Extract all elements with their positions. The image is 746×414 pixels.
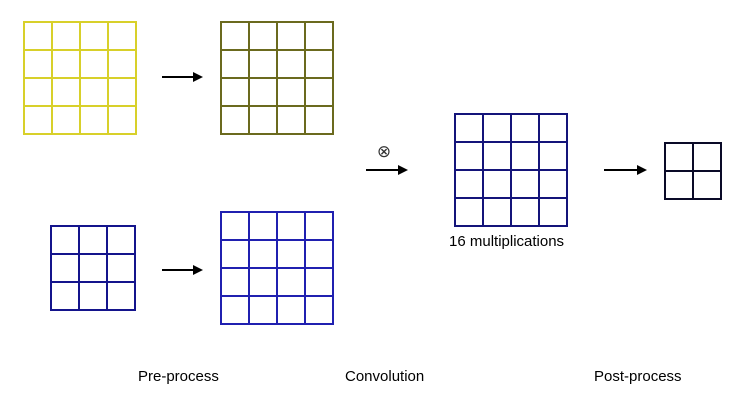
grid-cell <box>304 77 334 107</box>
grid-cell <box>454 113 484 143</box>
grid-cell <box>78 225 108 255</box>
grid-cell <box>23 77 53 107</box>
grid-cell <box>78 253 108 283</box>
grid-cell <box>664 142 694 172</box>
product-grid <box>454 113 568 227</box>
grid-cell <box>304 239 334 269</box>
grid-cell <box>79 77 109 107</box>
grid-cell <box>23 49 53 79</box>
kernel-grid <box>50 225 136 311</box>
grid-cell <box>454 169 484 199</box>
multiply-operator-icon: ⊗ <box>377 142 391 162</box>
grid-cell <box>79 49 109 79</box>
grid-cell <box>304 211 334 241</box>
grid-cell <box>79 21 109 51</box>
post-process-label: Post-process <box>594 368 682 385</box>
arrow-kernel-to-transformed <box>162 265 203 275</box>
grid-cell <box>304 21 334 51</box>
grid-cell <box>248 295 278 325</box>
grid-cell <box>248 21 278 51</box>
grid-cell <box>276 77 306 107</box>
grid-cell <box>248 77 278 107</box>
grid-cell <box>276 239 306 269</box>
grid-cell <box>106 253 136 283</box>
grid-cell <box>538 169 568 199</box>
grid-cell <box>50 253 80 283</box>
arrow-to-output <box>604 165 647 175</box>
grid-cell <box>107 49 137 79</box>
grid-cell <box>220 105 250 135</box>
grid-cell <box>692 170 722 200</box>
grid-cell <box>248 105 278 135</box>
grid-cell <box>304 267 334 297</box>
grid-cell <box>50 281 80 311</box>
grid-cell <box>482 113 512 143</box>
convolution-label: Convolution <box>345 368 425 385</box>
grid-cell <box>248 211 278 241</box>
grid-cell <box>276 211 306 241</box>
grid-cell <box>538 141 568 171</box>
arrows <box>162 72 647 275</box>
grids-layer <box>23 21 722 325</box>
transformed-kernel-grid <box>220 211 334 325</box>
grid-cell <box>510 197 540 227</box>
grid-cell <box>304 49 334 79</box>
grid-cell <box>78 281 108 311</box>
grid-cell <box>106 281 136 311</box>
grid-cell <box>482 197 512 227</box>
grid-cell <box>106 225 136 255</box>
grid-cell <box>276 105 306 135</box>
input-grid <box>23 21 137 135</box>
grid-cell <box>51 77 81 107</box>
grid-cell <box>220 211 250 241</box>
grid-cell <box>276 21 306 51</box>
grid-cell <box>107 21 137 51</box>
grid-cell <box>276 295 306 325</box>
grid-cell <box>220 239 250 269</box>
grid-cell <box>51 49 81 79</box>
arrow-input-to-transformed <box>162 72 203 82</box>
grid-cell <box>23 105 53 135</box>
grid-cell <box>304 295 334 325</box>
grid-cell <box>538 197 568 227</box>
grid-cell <box>220 267 250 297</box>
grid-cell <box>538 113 568 143</box>
arrow-to-product <box>366 165 408 175</box>
pre-process-label: Pre-process <box>138 368 219 385</box>
grid-cell <box>248 267 278 297</box>
output-grid <box>664 142 722 200</box>
grid-cell <box>276 267 306 297</box>
grid-cell <box>220 49 250 79</box>
grid-cell <box>510 113 540 143</box>
grid-cell <box>107 77 137 107</box>
grid-cell <box>276 49 306 79</box>
grid-cell <box>510 141 540 171</box>
grid-cell <box>50 225 80 255</box>
grid-cell <box>482 169 512 199</box>
grid-cell <box>248 239 278 269</box>
multiplications-label: 16 multiplications <box>449 233 565 250</box>
grid-cell <box>304 105 334 135</box>
grid-cell <box>454 141 484 171</box>
transformed-input-grid <box>220 21 334 135</box>
grid-cell <box>23 21 53 51</box>
grid-cell <box>510 169 540 199</box>
grid-cell <box>51 105 81 135</box>
grid-cell <box>51 21 81 51</box>
grid-cell <box>107 105 137 135</box>
grid-cell <box>664 170 694 200</box>
grid-cell <box>79 105 109 135</box>
grid-cell <box>482 141 512 171</box>
grid-cell <box>248 49 278 79</box>
grid-cell <box>220 77 250 107</box>
grid-cell <box>220 21 250 51</box>
grid-cell <box>220 295 250 325</box>
grid-cell <box>692 142 722 172</box>
grid-cell <box>454 197 484 227</box>
